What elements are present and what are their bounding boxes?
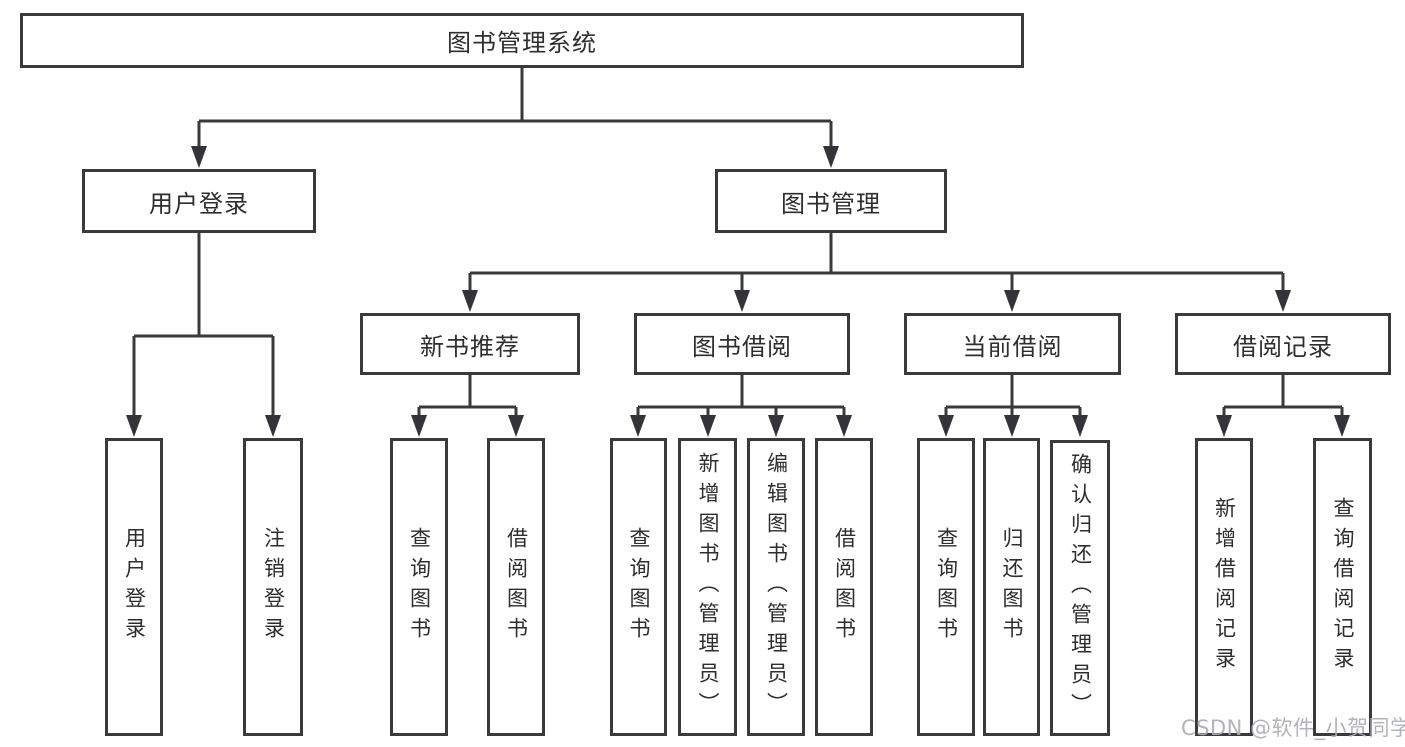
leaf-add-book-admin-label: 新增图书（管理员） (696, 452, 720, 722)
leaf-return-book: 归还图书 (983, 438, 1040, 736)
node-borrowing-records: 借阅记录 (1175, 313, 1391, 375)
node-current-borrowing-label: 当前借阅 (962, 332, 1063, 361)
leaf-add-book-admin: 新增图书（管理员） (678, 438, 737, 736)
csdn-watermark: CSDN @软件_小贺同学 (1181, 716, 1405, 740)
leaf-query-books-borrowing: 查询图书 (610, 438, 667, 736)
leaf-edit-book-admin: 编辑图书（管理员） (747, 438, 805, 736)
node-current-borrowing: 当前借阅 (904, 313, 1121, 375)
node-library-system-label: 图书管理系统 (447, 29, 597, 57)
node-new-book-recommend-label: 新书推荐 (420, 332, 520, 361)
leaf-query-books-current: 查询图书 (917, 438, 975, 736)
node-book-management-label: 图书管理 (781, 189, 881, 218)
leaf-query-books-borrowing-label: 查询图书 (627, 527, 651, 647)
leaf-confirm-return-admin: 确认归还（管理员） (1050, 440, 1110, 736)
arrow-down-icons (126, 146, 1350, 437)
leaf-confirm-return-admin-label: 确认归还（管理员） (1068, 453, 1093, 723)
node-borrowing-records-label: 借阅记录 (1233, 332, 1333, 361)
node-new-book-recommend: 新书推荐 (360, 313, 580, 375)
leaf-logout-label: 注销登录 (261, 527, 286, 647)
leaf-query-books-recommend-label: 查询图书 (407, 527, 432, 647)
leaf-user-login: 用户登录 (105, 438, 163, 736)
leaf-logout: 注销登录 (243, 438, 303, 736)
leaf-return-book-label: 归还图书 (1000, 527, 1024, 647)
leaf-edit-book-admin-label: 编辑图书（管理员） (764, 452, 789, 722)
node-book-borrowing: 图书借阅 (634, 313, 850, 375)
connector-edges (132, 68, 1344, 418)
leaf-query-books-recommend: 查询图书 (390, 438, 448, 736)
node-user-login: 用户登录 (82, 169, 316, 233)
node-library-system: 图书管理系统 (20, 13, 1024, 68)
leaf-query-borrow-record: 查询借阅记录 (1313, 438, 1372, 736)
leaf-borrow-books-recommend-label: 借阅图书 (504, 527, 529, 647)
leaf-borrow-books-recommend: 借阅图书 (487, 438, 545, 736)
leaf-add-borrow-record-label: 新增借阅记录 (1212, 497, 1237, 677)
leaf-user-login-label: 用户登录 (122, 527, 147, 647)
leaf-borrow-books-borrowing-label: 借阅图书 (832, 527, 857, 647)
leaf-query-borrow-record-label: 查询借阅记录 (1331, 497, 1355, 677)
leaf-borrow-books-borrowing: 借阅图书 (815, 438, 873, 736)
node-user-login-label: 用户登录 (149, 189, 249, 218)
leaf-query-books-current-label: 查询图书 (934, 527, 959, 647)
leaf-add-borrow-record: 新增借阅记录 (1195, 438, 1253, 736)
node-book-management: 图书管理 (715, 169, 947, 233)
node-book-borrowing-label: 图书借阅 (692, 332, 792, 361)
